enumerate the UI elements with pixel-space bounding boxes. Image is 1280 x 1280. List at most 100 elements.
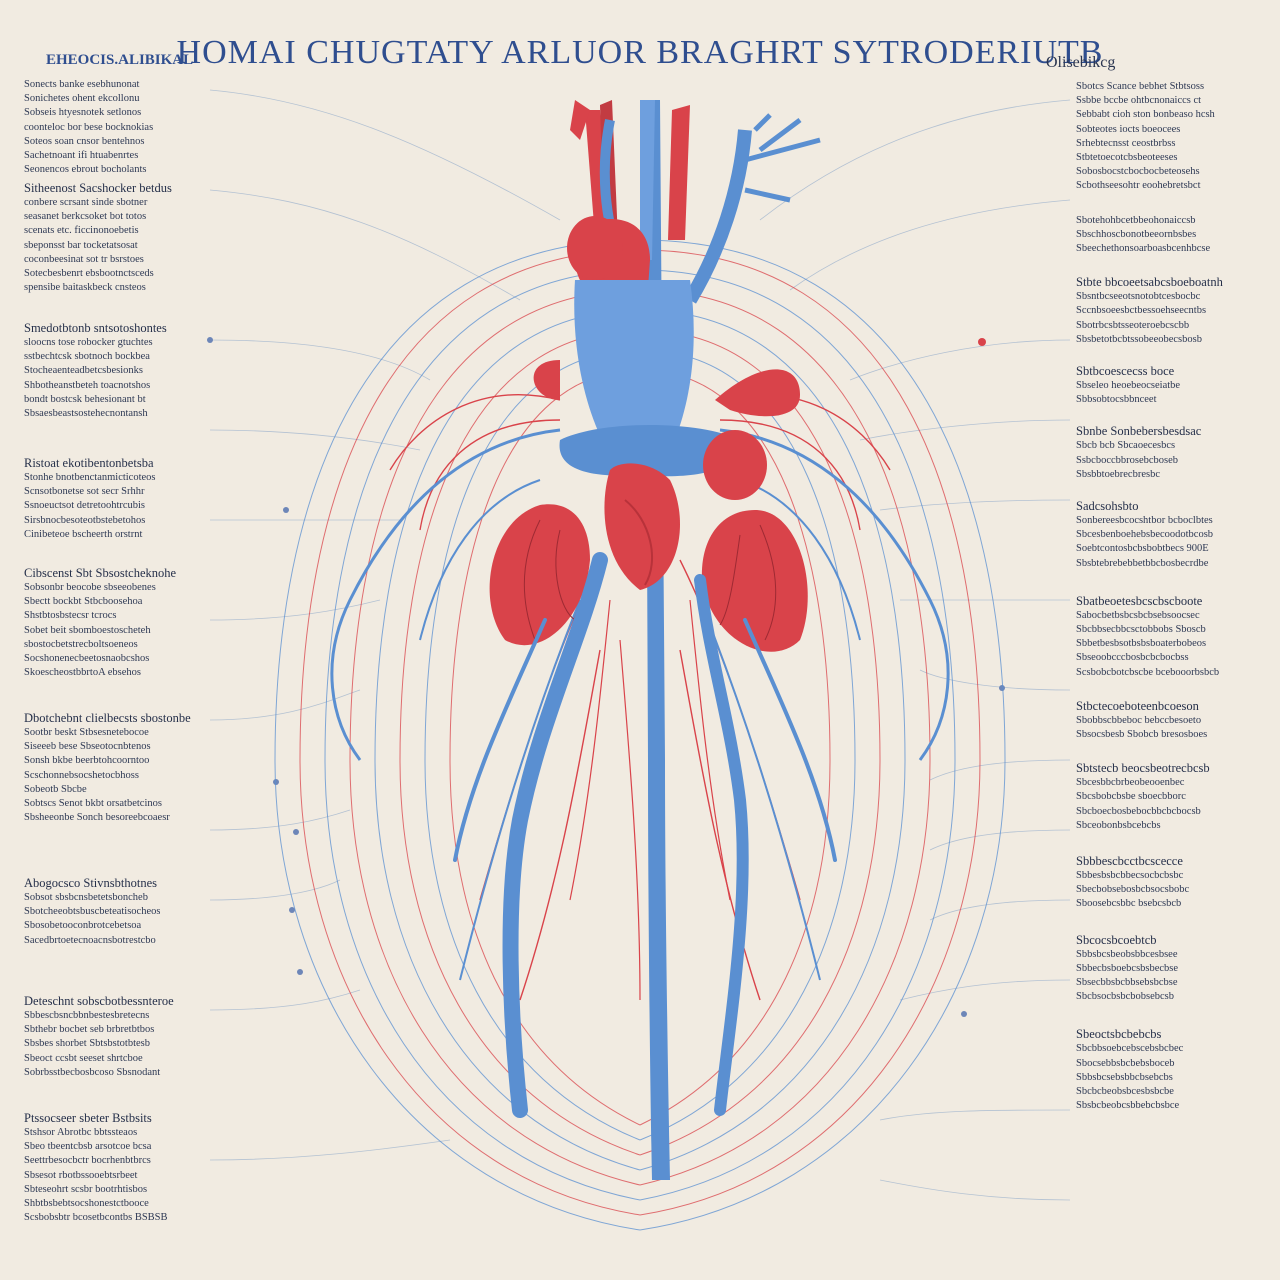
annotation-line: Sonsh bkbe beerbtohcoorntoo (24, 755, 150, 767)
annotation-line: Sbsbbtoebrecbresbc (1076, 468, 1160, 480)
annotation-line: Scnsotbonetse sot secr Srhhr (24, 486, 145, 498)
annotation-line: Stbtetoecotcbsbeoteeses (1076, 152, 1178, 164)
annotation-line: sbostocbetstrecboltsoeneos (24, 638, 138, 650)
annotation-line: sstbechtcsk sbotnoch bockbea (24, 351, 150, 363)
annotation-line: Sbcbsocbsbcbobsebcsb (1076, 991, 1174, 1003)
annotation-heading: Sbtbcoescecss boce (1076, 364, 1175, 378)
annotation-line: sbeponsst bar tocketatsosat (24, 239, 138, 251)
annotation-line: Sobeotb Sbcbe (24, 783, 87, 795)
annotation-line: Sobseis htyesnotek setlonos (24, 107, 142, 119)
annotation-line: Sbsesot rbotbssooebtsrbeet (24, 1169, 138, 1181)
annotation-line: Sbschhoscbonotbeeornbsbes (1076, 228, 1197, 240)
annotation-line: Stonhe bnotbenctanmicticoteos (24, 472, 156, 483)
annotation-heading: Cibscenst Sbt Sbsostcheknohe (24, 566, 177, 580)
annotation-line: Sbsbetotbcbtssobeeobecsbosb (1076, 333, 1202, 345)
annotation-line: Sbteseohrt scsbr bootrhtisbos (24, 1183, 148, 1195)
right-header-label: Olisebikcg (1046, 54, 1116, 71)
annotation-line: Seettrbesocbctr bocrhenbtbrcs (24, 1155, 151, 1167)
annotation-heading: Abogocsco Stivnsbthotnes (24, 876, 157, 890)
annotation-heading: Sbeoctsbcbebcbs (1076, 1027, 1162, 1042)
annotation-line: Sboosebcsbbc bsebcsbcb (1076, 898, 1182, 910)
annotation-line: Stshsor Abrotbc bbtssteaos (24, 1127, 138, 1138)
annotation-line: Sbeo tbeentcbsb arsotcoe bcsa (24, 1141, 152, 1153)
annotation-line: Sbcsbobcbsbe sboecbborc (1076, 791, 1186, 803)
annotation-line: Sbthebr bocbet seb brbretbtbos (24, 1024, 155, 1036)
annotation-line: Sbcboecbosbebocbbcbcbocsb (1076, 805, 1201, 817)
annotation-line: sloocns tose robocker gtuchtes (24, 337, 153, 348)
annotation-line: Sbsocsbesb Sbobcb bresosboes (1076, 729, 1208, 740)
annotation-line: Sobtscs Senot bkbt orsatbetcinos (24, 798, 162, 810)
annotation-line: Sootbr beskt Stbsesnetebocoe (24, 727, 149, 738)
annotation-line: Sbosobetooconbrotcebetsoa (24, 920, 142, 932)
annotation-line: scenats etc. ficcinonoebetis (24, 225, 139, 237)
annotation-heading: Stbte bbcoeetsabcsboeboatnh (1076, 275, 1223, 290)
annotation-heading: Dbotchebnt clielbecsts sbostonbe (24, 711, 191, 725)
annotation-line: Sbbesbsbcbbecsocbcbsbc (1076, 870, 1184, 881)
annotation-line: Sbcb bcb Sbcaoecesbcs (1076, 440, 1176, 452)
annotation-line: Sbotrbcsbtsseoteroebcscbb (1076, 319, 1190, 331)
annotation-heading: Sbbbescbcctbcscecce (1076, 854, 1183, 868)
annotation-line: Siseeeb bese Sbseotocnbtenos (24, 741, 151, 753)
annotation-line: Sbbsobtocsbbnceet (1076, 394, 1157, 406)
annotation-heading: Sadcsohsbto (1076, 499, 1139, 513)
annotation-line: Sbotcs Scance bebhet Stbtsoss (1076, 81, 1205, 92)
annotation-heading: Sbnbe Sonbebersbesdsac (1076, 424, 1202, 439)
annotation-line: Sotecbesbenrt ebsbootnctsceds (24, 268, 154, 280)
annotation-line: Sbseleo heoebeocseiatbe (1076, 380, 1181, 391)
annotation-line: Sbcesbenboehebsbecoodotbcosb (1076, 529, 1214, 541)
annotation-line: bondt bostcsk behesionant bt (24, 393, 146, 405)
annotation-line: Sbeechethonsoarboasbcenhbcse (1076, 243, 1211, 254)
annotation-line: Sbceobonbsbcebcbs (1076, 819, 1161, 831)
annotation-line: Sachetnoant ifi htuabenrtes (24, 150, 139, 162)
annotation-heading: Ptssocseer sbeter Bstbsits (24, 1111, 152, 1125)
annotation-line: coconbeesinat sot tr bsrstoes (24, 253, 144, 265)
annotation-line: Sbecbobsebosbcbsocsbobc (1076, 884, 1190, 896)
left-header-label: EHEOCIS.ALIBIKAL (46, 52, 194, 68)
annotation-line: Ssbcboccbbrosebcboseb (1076, 454, 1179, 466)
left-organ (489, 504, 590, 646)
annotation-line: SkoescheostbbrtoA ebsehos (24, 667, 141, 679)
annotation-line: Soebtcontosbcbsbobtbecs 900E (1076, 543, 1209, 555)
annotation-line: Sbcesbbcbrbeobeooenbec (1076, 777, 1185, 789)
annotation-line: Sbsbes shorbet Sbtsbstotbtesb (24, 1038, 151, 1050)
annotation-line: Sirsbnocbesoteotbstebetohos (24, 514, 146, 526)
annotation-heading: Sbatbeoetesbcscbscboote (1076, 593, 1203, 608)
annotation-line: Sbcbcbeobsbcesbsbcbe (1076, 1086, 1174, 1097)
annotation-line: Sbsntbcseeotsnotobtcesbocbc (1076, 291, 1201, 303)
annotation-line: Sbseoobcccbosbcbcbocbss (1076, 652, 1189, 664)
annotation-line: Sbocsebbsbcbebsboceb (1076, 1057, 1175, 1069)
right-organ (701, 510, 808, 652)
annotation-heading: Stbctecoeboteenbcoeson (1076, 698, 1199, 713)
annotation-line: Sbbsbcsebsbbcbsebcbs (1076, 1071, 1173, 1083)
annotation-line: Sbsaesbeastsostehecnontansh (24, 408, 148, 420)
annotation-line: Sbbescbsncbbnbestesbretecns (24, 1010, 150, 1021)
annotation-line: Sbcbbsecbbcsctobbobs Sboscb (1076, 624, 1206, 635)
annotation-line: Sobsot sbsbcnsbetetsboncheb (24, 892, 148, 903)
annotation-line: Shbotheanstbeteh toacnotshos (24, 379, 151, 391)
heart (604, 463, 680, 590)
annotation-line: Sbsbtebrebebbetbbcbosbecrdbe (1076, 557, 1209, 569)
annotation-line: Seonencos ebrout bocholants (24, 164, 147, 176)
annotation-line: Sbbetbesbsotbsbsboaterbobeos (1076, 638, 1207, 650)
annotation-line: Sbotcheeobtsbuscbeteatisocheos (24, 906, 161, 918)
annotation-heading: Sbtstecb beocsbeotrecbcsb (1076, 761, 1210, 776)
annotation-line: Cinibeteoe bscheerth orstrnt (24, 528, 143, 540)
leader-lines (209, 89, 1071, 1201)
annotation-line: Sobsonbr beocobe sbseeobenes (24, 582, 156, 593)
